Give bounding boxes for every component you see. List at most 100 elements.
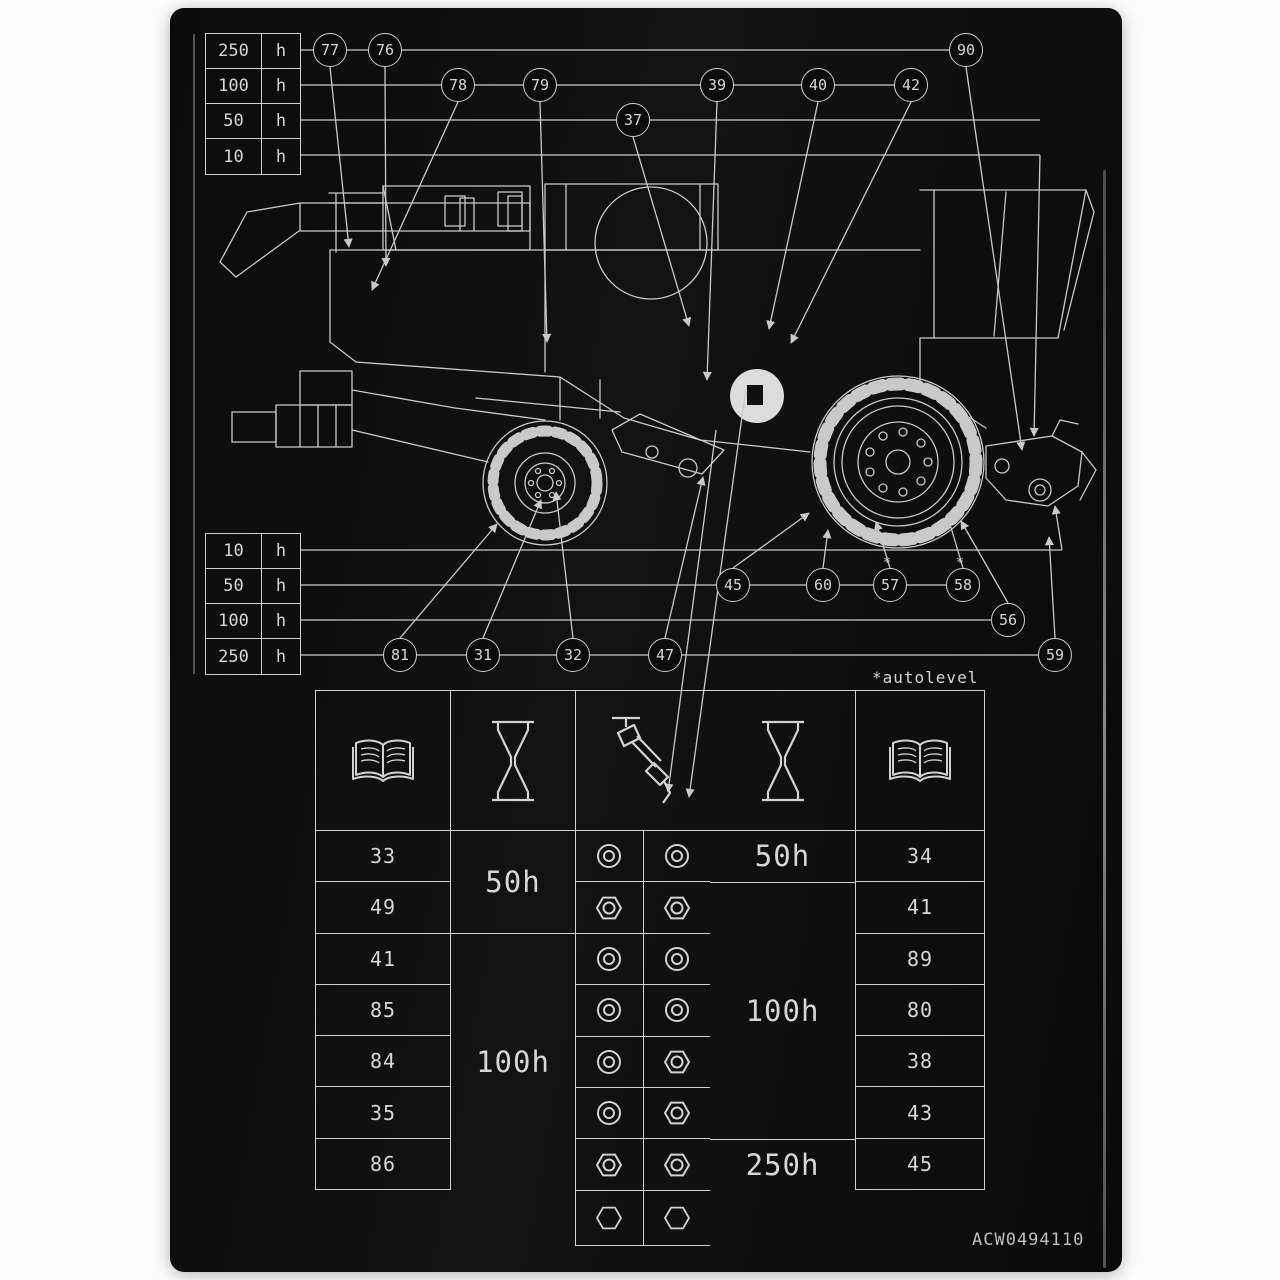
grease-row <box>576 933 711 986</box>
grease-point-icon <box>576 1087 644 1139</box>
interval-unit: h <box>275 41 287 61</box>
component-number: 41 <box>856 882 984 934</box>
interval-unit: h <box>275 76 287 96</box>
callout-circle: 59 <box>1038 638 1072 672</box>
service-interval-table-top: 250 h 100 h 50 h 10 h <box>205 33 301 175</box>
combine-harvester-drawing <box>219 183 1097 549</box>
grease-point-icon <box>576 1139 644 1190</box>
callout-circle: 57 <box>873 568 907 602</box>
grease-point-icon <box>644 1191 711 1245</box>
interval-row: 50 h <box>206 569 300 604</box>
callout-circle: 90 <box>949 33 983 67</box>
grease-point-icon <box>576 1036 644 1087</box>
hourglass-icon <box>710 691 855 831</box>
callout-circle: 45 <box>716 568 750 602</box>
callout-circle: 79 <box>523 68 557 102</box>
grease-point-icon <box>576 933 644 985</box>
maintenance-col-right-intervals: 50h 100h 250h <box>710 690 855 1190</box>
component-number: 34 <box>856 831 984 883</box>
component-number: 43 <box>856 1087 984 1139</box>
interval-unit: h <box>275 111 287 131</box>
component-number: 80 <box>856 985 984 1037</box>
autolevel-note: *autolevel <box>872 668 979 687</box>
grease-point-icon <box>644 934 711 984</box>
maintenance-col-grease-points <box>575 690 710 1246</box>
callout-circle: 42 <box>894 68 928 102</box>
grease-row <box>576 882 711 934</box>
interval-value: 250 <box>206 34 262 68</box>
grease-row <box>576 985 711 1037</box>
maintenance-col-right-numbers: 34 41 89 80 38 43 45 <box>855 690 985 1190</box>
grease-row <box>576 1139 711 1191</box>
interval-value: 50 <box>206 104 262 138</box>
grease-row <box>576 1087 711 1140</box>
callout-circle: 60 <box>806 568 840 602</box>
grease-gun-icon <box>576 691 710 831</box>
interval-value: 250 <box>206 639 262 674</box>
interval-row: 100 h <box>206 69 300 104</box>
component-number: 49 <box>316 882 450 934</box>
interval-unit: h <box>275 646 287 667</box>
callout-circle: 77 <box>313 33 347 67</box>
sticker-crease-line <box>193 34 195 674</box>
callout-circle: 40 <box>801 68 835 102</box>
component-number: 86 <box>316 1139 450 1190</box>
grease-point-icon <box>576 1190 644 1245</box>
autolevel-asterisk: * <box>882 555 892 571</box>
service-interval-table-lower: 10 h 50 h 100 h 250 h <box>205 533 301 675</box>
interval-row: 250 h <box>206 639 300 674</box>
interval-value: 50 <box>206 569 262 603</box>
grease-point-icon <box>576 831 644 882</box>
interval-value: 10 <box>206 139 262 174</box>
maintenance-col-left-intervals: 50h 100h <box>450 690 575 1190</box>
component-number: 35 <box>316 1087 450 1139</box>
interval-label: 50h <box>710 831 855 883</box>
manual-book-icon <box>316 691 450 831</box>
interval-unit: h <box>275 541 287 561</box>
interval-value: 10 <box>206 534 262 568</box>
part-number: ACW0494110 <box>972 1230 1085 1250</box>
callout-circle: 81 <box>383 638 417 672</box>
component-number: 33 <box>316 831 450 883</box>
callout-circle: 76 <box>368 33 402 67</box>
interval-label: 50h <box>451 831 575 934</box>
grease-point-icon <box>644 831 711 881</box>
sticker-edge-glare <box>1103 170 1106 1268</box>
autolevel-asterisk: * <box>955 555 965 571</box>
maintenance-decal <box>170 8 1122 1272</box>
leader-lines <box>329 66 1063 798</box>
grease-point-icon <box>644 1139 711 1189</box>
callout-circle: 37 <box>616 103 650 137</box>
component-number: 84 <box>316 1036 450 1088</box>
grease-point-icon <box>576 985 644 1036</box>
interval-unit: h <box>275 611 287 631</box>
callout-circle: 56 <box>991 603 1025 637</box>
interval-lines <box>300 49 1062 656</box>
grease-row <box>576 1036 711 1088</box>
interval-row: 250 h <box>206 34 300 69</box>
interval-unit: h <box>275 576 287 596</box>
interval-row: 100 h <box>206 604 300 639</box>
grease-point-icon <box>644 985 711 1035</box>
interval-value: 100 <box>206 69 262 103</box>
interval-label: 250h <box>710 1138 855 1191</box>
component-number: 41 <box>316 934 450 985</box>
grease-point-icon <box>644 1088 711 1138</box>
callout-circle: 58 <box>946 568 980 602</box>
grease-row <box>576 1190 711 1246</box>
component-number: 38 <box>856 1036 984 1088</box>
component-number: 89 <box>856 934 984 985</box>
grease-row <box>576 831 711 883</box>
manual-book-icon <box>856 691 984 831</box>
grease-point-icon <box>644 882 711 932</box>
interval-unit: h <box>275 146 287 167</box>
callout-circle: 32 <box>556 638 590 672</box>
interval-label: 100h <box>745 993 820 1028</box>
interval-label: 100h <box>476 1045 550 1079</box>
grease-point-icon <box>644 1037 711 1087</box>
callout-circle: 31 <box>466 638 500 672</box>
interval-value: 100 <box>206 604 262 638</box>
callout-circle: 39 <box>700 68 734 102</box>
